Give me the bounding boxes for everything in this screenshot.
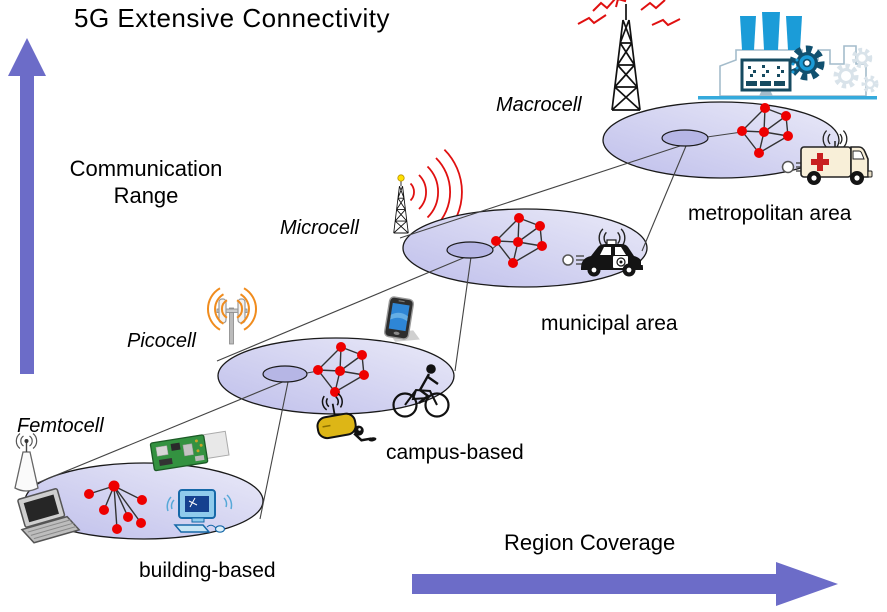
laptop-icon [17, 488, 81, 544]
vertical-axis-label: Communication Range [69, 156, 223, 208]
footprint-ellipse-macrocell [661, 129, 709, 147]
communication-range-arrow [8, 38, 46, 374]
cell-label-macrocell: Macrocell [496, 94, 582, 116]
area-label-municipal: municipal area [541, 312, 678, 335]
area-label-campus: campus-based [386, 441, 524, 464]
raspberry-pi-icon [149, 430, 230, 472]
projection-lines [29, 131, 743, 520]
region-coverage-arrow [412, 562, 838, 606]
cctv-camera-icon [316, 393, 377, 442]
antenna-waves-icon [207, 287, 257, 331]
police-car-icon [562, 228, 645, 277]
gear-outline-icon [833, 47, 879, 93]
coverage-ellipse-picocell [217, 337, 455, 415]
area-label-building: building-based [139, 559, 276, 582]
smartphone-icon [383, 296, 420, 342]
control-panel-icon [740, 58, 799, 96]
horizontal-axis-label: Region Coverage [504, 530, 676, 555]
cyclist-icon [392, 364, 450, 418]
area-label-metropolitan: metropolitan area [688, 202, 852, 225]
picocell-antenna-icon [207, 287, 257, 345]
desktop-computer-icon [166, 489, 233, 533]
radio-mast-icon [577, 0, 681, 111]
gear-icon [789, 45, 825, 81]
footprint-ellipse-picocell [262, 365, 308, 383]
cell-label-femtocell: Femtocell [17, 415, 104, 437]
radio-flash-icon [577, 0, 681, 27]
ambulance-icon [781, 130, 873, 185]
cell-label-picocell: Picocell [127, 330, 196, 352]
smart-factory-icon [698, 12, 879, 100]
footprint-ellipse-microcell [446, 241, 494, 259]
femtocell-antenna-icon [14, 433, 39, 492]
diagram-title: 5G Extensive Connectivity [74, 3, 390, 33]
cell-label-microcell: Microcell [280, 217, 359, 239]
